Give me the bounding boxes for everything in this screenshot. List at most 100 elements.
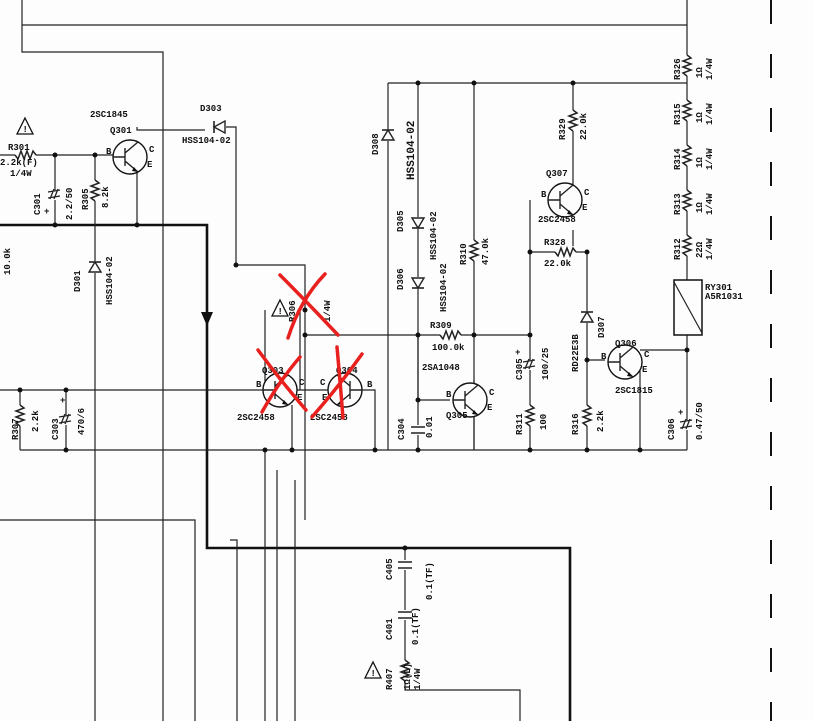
r315-ref: R315: [673, 103, 683, 125]
r328-value: 22.0k: [544, 259, 572, 269]
r307-ref: R307: [11, 418, 21, 440]
c301-value: 2.2/50: [65, 188, 75, 220]
ry301-relay-coil: [673, 279, 703, 336]
flow-arrow-icon: [201, 312, 213, 326]
pin-c-label: C: [149, 145, 155, 155]
d301-part: HSS104-02: [105, 256, 115, 305]
r328-ref: R328: [544, 238, 566, 248]
r305-resistor: [88, 179, 102, 202]
d305-part: HSS104-02: [429, 211, 439, 260]
cross-out-q304: [310, 345, 364, 420]
c306-ref: C306: [667, 418, 677, 440]
pin-e-label: E: [642, 365, 648, 375]
r301-ref: R301: [8, 143, 30, 153]
r311-value: 100: [539, 414, 549, 430]
r316-value: 2.2k: [596, 410, 606, 432]
c305-value: 100/25: [541, 348, 551, 380]
d308-ref: D308: [371, 133, 381, 155]
r310-ref: R310: [459, 243, 469, 265]
c306-capacitor: [679, 418, 693, 430]
r329-resistor: [566, 109, 580, 132]
d306-ref: D306: [396, 268, 406, 290]
r407-ref: R407: [385, 668, 395, 690]
q307-ref: Q307: [546, 169, 568, 179]
r329-value: 22.0k: [579, 112, 589, 140]
c301-capacitor: [47, 188, 61, 200]
left-resistor-value: 10.0k: [3, 247, 13, 275]
q304-part: 2SC2458: [310, 413, 348, 423]
d301-diode-icon: [87, 260, 103, 273]
r328-resistor: [554, 245, 577, 259]
r315-resistor: [680, 99, 694, 122]
d303-part: HSS104-02: [182, 136, 231, 146]
r307-resistor: [13, 404, 27, 427]
d303-diode-icon: [212, 119, 226, 135]
d308-diode-icon: [380, 128, 396, 141]
r316-ref: R316: [571, 413, 581, 435]
r301-value: 2.2k(F): [0, 158, 38, 168]
r407-resistor: [398, 659, 412, 682]
q301-part: 2SC1845: [90, 110, 128, 120]
r309-value: 100.0k: [432, 343, 465, 353]
warning-triangle-icon: !: [270, 298, 290, 317]
c405-capacitor: [398, 561, 412, 569]
warning-mark: !: [371, 669, 376, 679]
warning-icons: !!!: [15, 116, 383, 679]
r307-value: 2.2k: [31, 410, 41, 432]
pin-c-label: C: [320, 378, 326, 388]
warning-mark: !: [23, 125, 28, 135]
r326-power: 1/4W: [705, 58, 715, 80]
r326-value: 1Ω: [695, 67, 705, 78]
r310-value: 47.0k: [481, 237, 491, 265]
warning-triangle-icon: !: [363, 660, 383, 679]
d308-part: HSS104-02: [406, 121, 418, 180]
pin-b-label: B: [256, 380, 262, 390]
c303-ref: C303: [51, 418, 61, 440]
r311-ref: R311: [515, 413, 525, 435]
q305-ref: Q305: [446, 411, 468, 421]
r407-value: 1Ω(L): [403, 663, 413, 690]
d306-diode-icon: [410, 277, 426, 290]
d307-zener-icon: [579, 310, 595, 323]
c303-value: 470/6: [77, 408, 87, 435]
pin-e-label: E: [297, 393, 303, 403]
r315-power: 1/4W: [705, 103, 715, 125]
r313-ref: R313: [673, 193, 683, 215]
c401-ref: C401: [385, 618, 395, 640]
r309-ref: R309: [430, 321, 452, 331]
d301-ref: D301: [73, 270, 83, 292]
r316-resistor: [580, 404, 594, 427]
pin-e-label: E: [487, 403, 493, 413]
c304-value: 0.01: [425, 416, 435, 438]
r313-value: 1Ω: [695, 202, 705, 213]
r312-ref: R312: [673, 238, 683, 260]
r326-resistor: [680, 54, 694, 77]
r311-resistor: [523, 404, 537, 427]
q304-ref: Q304: [336, 366, 358, 376]
warning-mark: !: [278, 307, 283, 317]
r312-resistor: [680, 234, 694, 257]
c405-value: 0.1(TF): [425, 562, 435, 600]
r309-resistor: [439, 328, 462, 342]
d303-ref: D303: [200, 104, 222, 114]
pin-e-label: E: [147, 160, 153, 170]
d305-diode-icon: [410, 217, 426, 230]
r312-power: 1/4W: [705, 238, 715, 260]
q307-part: 2SC2458: [538, 215, 576, 225]
pin-c-label: C: [299, 378, 305, 388]
r305-value: 8.2k: [101, 186, 111, 208]
r315-value: 1Ω: [695, 112, 705, 123]
d307-part: RD22E3B: [571, 334, 581, 372]
r313-power: 1/4W: [705, 193, 715, 215]
c305-capacitor: [522, 358, 536, 370]
wires: [0, 0, 688, 721]
r407-power: 1/4W: [413, 668, 423, 690]
pin-b-label: B: [601, 352, 607, 362]
junction-dots: [17, 80, 690, 551]
r306-ref: R306: [288, 300, 298, 322]
r305-ref: R305: [81, 188, 91, 210]
